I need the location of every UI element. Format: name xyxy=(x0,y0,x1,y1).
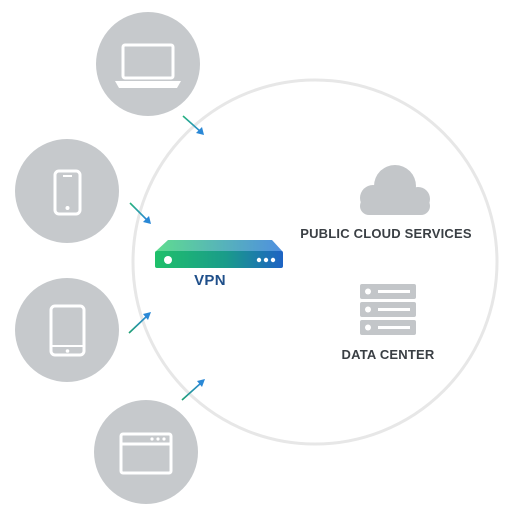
vpn-label: VPN xyxy=(194,272,226,289)
arrow-vpn-to-browser xyxy=(181,379,205,401)
device-circle xyxy=(96,12,200,116)
arrow-phone-to-vpn xyxy=(129,202,151,224)
cloud-icon xyxy=(360,165,430,215)
arrow-vpn-to-tablet xyxy=(128,312,151,334)
tablet-device xyxy=(15,278,119,382)
device-circle xyxy=(15,278,119,382)
network-ring xyxy=(131,78,499,446)
browser-device xyxy=(94,400,198,504)
browser-window-icon xyxy=(119,432,173,475)
arrow-laptop-to-vpn xyxy=(182,115,204,135)
device-circle xyxy=(15,139,119,243)
device-circle xyxy=(94,400,198,504)
smartphone-device xyxy=(15,139,119,243)
vpn-appliance-icon xyxy=(155,240,283,268)
laptop-icon xyxy=(115,43,181,88)
public-cloud-services-label: PUBLIC CLOUD SERVICES xyxy=(300,226,472,241)
server-stack-icon xyxy=(360,284,416,335)
tablet-icon xyxy=(49,304,86,357)
laptop-device xyxy=(96,12,200,116)
data-center-label: DATA CENTER xyxy=(341,347,435,362)
smartphone-icon xyxy=(53,169,82,216)
